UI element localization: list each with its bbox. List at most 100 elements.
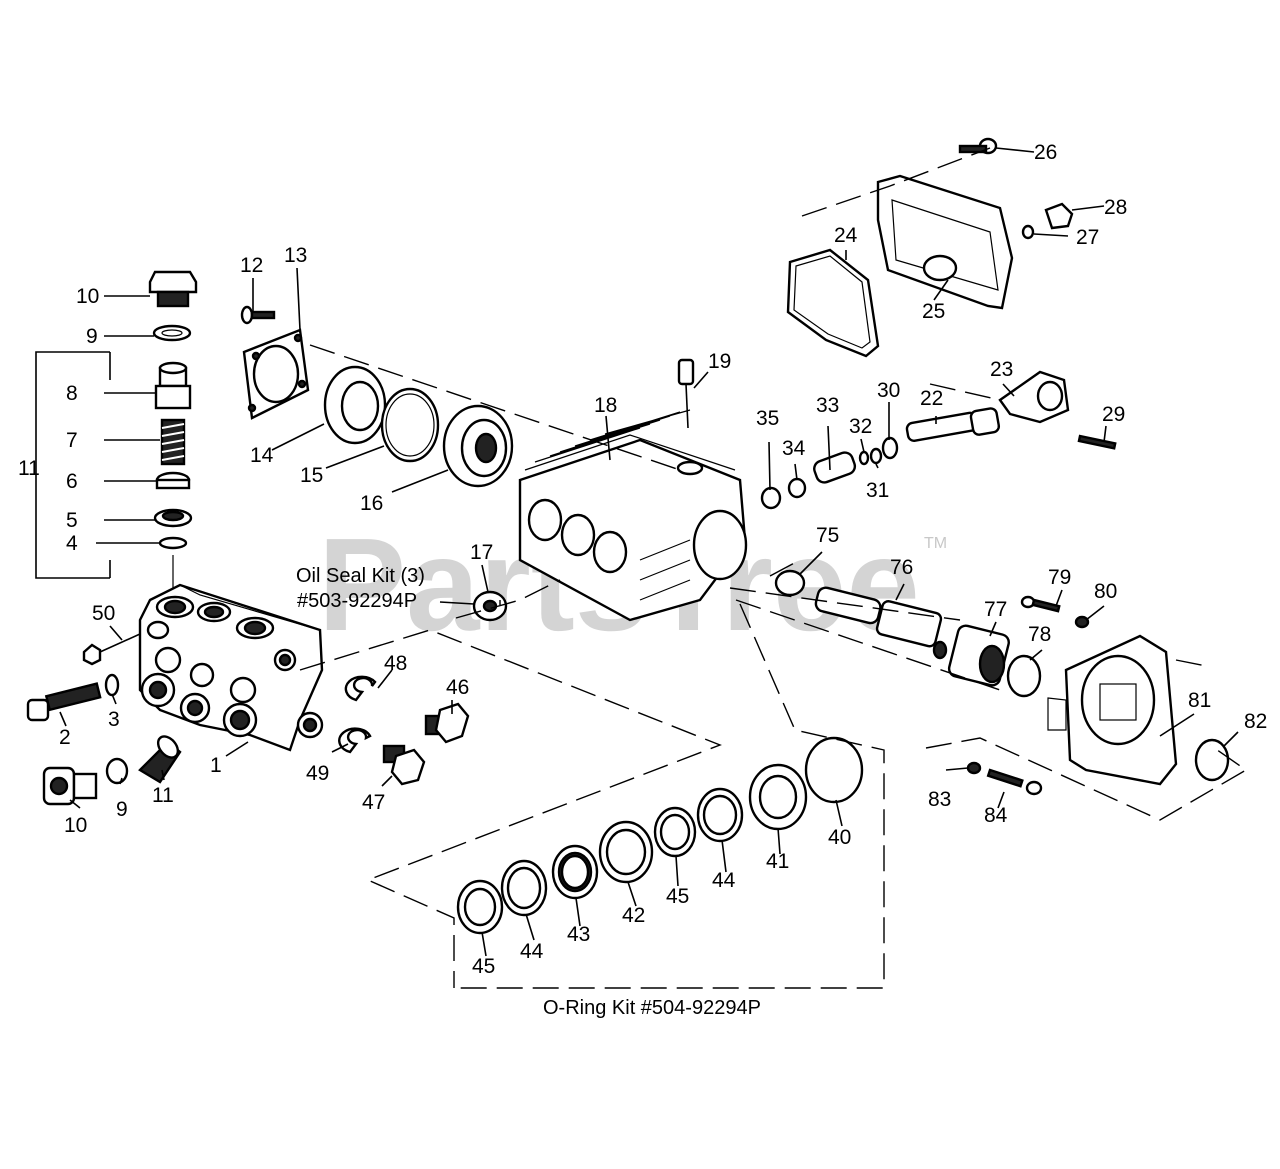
callout-22[interactable]: 22 — [920, 387, 943, 410]
callout-6[interactable]: 6 — [66, 470, 78, 493]
washer-30[interactable] — [881, 436, 899, 460]
washer-31[interactable] — [869, 447, 883, 465]
plunger-sleeve[interactable] — [812, 450, 857, 484]
callout-23[interactable]: 23 — [990, 358, 1013, 381]
o-ring-small[interactable] — [158, 536, 188, 550]
callout-48[interactable]: 48 — [384, 652, 407, 675]
callout-27[interactable]: 27 — [1076, 226, 1099, 249]
washer-80[interactable] — [1074, 615, 1090, 629]
valve-seat[interactable] — [155, 471, 191, 490]
side-cover[interactable] — [1047, 634, 1178, 786]
manifold-bolt[interactable] — [26, 682, 102, 722]
callout-13[interactable]: 13 — [284, 244, 307, 267]
washer-top[interactable] — [152, 324, 192, 342]
callout-15[interactable]: 15 — [300, 464, 323, 487]
callout-44a[interactable]: 44 — [712, 869, 736, 892]
bolt-79[interactable] — [1020, 595, 1061, 613]
valve-cage[interactable] — [154, 361, 192, 410]
oil-seal-kit-label[interactable]: Oil Seal Kit (3) — [296, 565, 425, 587]
callout-47[interactable]: 47 — [362, 791, 385, 814]
callout-75[interactable]: 75 — [816, 524, 839, 547]
oil-fill-plug[interactable] — [1021, 202, 1074, 240]
callout-40[interactable]: 40 — [828, 826, 851, 849]
callout-11b[interactable]: 11 — [152, 784, 174, 807]
cover-bolt[interactable] — [958, 137, 998, 155]
callout-34[interactable]: 34 — [782, 437, 806, 460]
callout-19[interactable]: 19 — [708, 350, 731, 373]
callout-18[interactable]: 18 — [594, 394, 617, 417]
retaining-clip-upper[interactable] — [344, 675, 377, 702]
callout-12[interactable]: 12 — [240, 254, 263, 277]
callout-50[interactable]: 50 — [92, 602, 115, 625]
callout-10a[interactable]: 10 — [76, 285, 99, 308]
o-ring-kit-label[interactable]: O-Ring Kit #504-92294P — [543, 997, 761, 1019]
drain-plug-lower[interactable] — [382, 744, 426, 786]
needle-bearing[interactable] — [947, 624, 1010, 687]
callout-49[interactable]: 49 — [306, 762, 329, 785]
callout-79[interactable]: 79 — [1048, 566, 1071, 589]
o-ring-large[interactable] — [380, 387, 440, 463]
drain-plug-upper[interactable] — [424, 702, 470, 744]
callout-9a[interactable]: 9 — [86, 325, 98, 348]
callout-10b[interactable]: 10 — [64, 814, 87, 837]
oil-seal-17[interactable] — [472, 590, 508, 622]
valve-ring[interactable] — [153, 508, 193, 528]
plunger-rod[interactable] — [905, 407, 1001, 442]
callout-30[interactable]: 30 — [877, 379, 900, 402]
o-ring-78[interactable] — [1006, 654, 1042, 698]
washer-32[interactable] — [858, 450, 870, 466]
callout-35[interactable]: 35 — [756, 407, 779, 430]
oil-seal-kit-number[interactable]: #503-92294P — [297, 590, 417, 612]
plug-cap-top[interactable] — [148, 270, 198, 308]
plug-cap-bottom[interactable] — [42, 766, 98, 806]
retaining-clip-lower[interactable] — [338, 727, 372, 754]
o-ring-40[interactable] — [804, 736, 864, 804]
callout-45a[interactable]: 45 — [666, 885, 689, 908]
washer-bottom[interactable] — [105, 757, 129, 785]
callout-76[interactable]: 76 — [890, 556, 913, 579]
callout-43[interactable]: 43 — [567, 923, 590, 946]
cover-screw[interactable] — [240, 305, 276, 325]
callout-80[interactable]: 80 — [1094, 580, 1117, 603]
spring[interactable] — [160, 418, 186, 466]
callout-11a[interactable]: 11 — [18, 457, 40, 480]
lock-washer[interactable] — [104, 673, 120, 697]
callout-5[interactable]: 5 — [66, 509, 78, 532]
callout-3[interactable]: 3 — [108, 708, 120, 731]
callout-29[interactable]: 29 — [1102, 403, 1125, 426]
callout-26[interactable]: 26 — [1034, 141, 1057, 164]
connecting-rod[interactable] — [998, 370, 1070, 424]
callout-24[interactable]: 24 — [834, 224, 858, 247]
callout-2[interactable]: 2 — [59, 726, 71, 749]
manifold-bolt-small[interactable] — [82, 633, 141, 666]
ball-bearing[interactable] — [442, 404, 514, 488]
callout-8[interactable]: 8 — [66, 382, 78, 405]
callout-17[interactable]: 17 — [470, 541, 493, 564]
callout-81[interactable]: 81 — [1188, 689, 1211, 712]
callout-83[interactable]: 83 — [928, 788, 951, 811]
bolt-84[interactable] — [986, 768, 1043, 796]
callout-16[interactable]: 16 — [360, 492, 383, 515]
seal-34[interactable] — [787, 477, 807, 499]
callout-77[interactable]: 77 — [984, 598, 1007, 621]
callout-41[interactable]: 41 — [766, 850, 789, 873]
piston-seal[interactable] — [774, 569, 806, 597]
valve-assembly-lower[interactable] — [138, 733, 182, 784]
callout-44b[interactable]: 44 — [520, 940, 544, 963]
manifold-head[interactable] — [138, 583, 324, 752]
cover-plate[interactable] — [242, 328, 310, 420]
callout-4[interactable]: 4 — [66, 532, 78, 555]
callout-32[interactable]: 32 — [849, 415, 872, 438]
callout-9b[interactable]: 9 — [116, 798, 128, 821]
callout-42[interactable]: 42 — [622, 904, 645, 927]
callout-14[interactable]: 14 — [250, 444, 274, 467]
oil-seal-large[interactable] — [323, 365, 387, 445]
seal-82[interactable] — [1194, 738, 1230, 782]
crankcase-cover[interactable] — [876, 174, 1014, 310]
callout-84[interactable]: 84 — [984, 804, 1008, 827]
callout-7[interactable]: 7 — [66, 429, 78, 452]
washer-83[interactable] — [966, 761, 982, 775]
dipstick[interactable] — [677, 358, 695, 429]
callout-1[interactable]: 1 — [210, 754, 222, 777]
callout-31[interactable]: 31 — [866, 479, 889, 502]
